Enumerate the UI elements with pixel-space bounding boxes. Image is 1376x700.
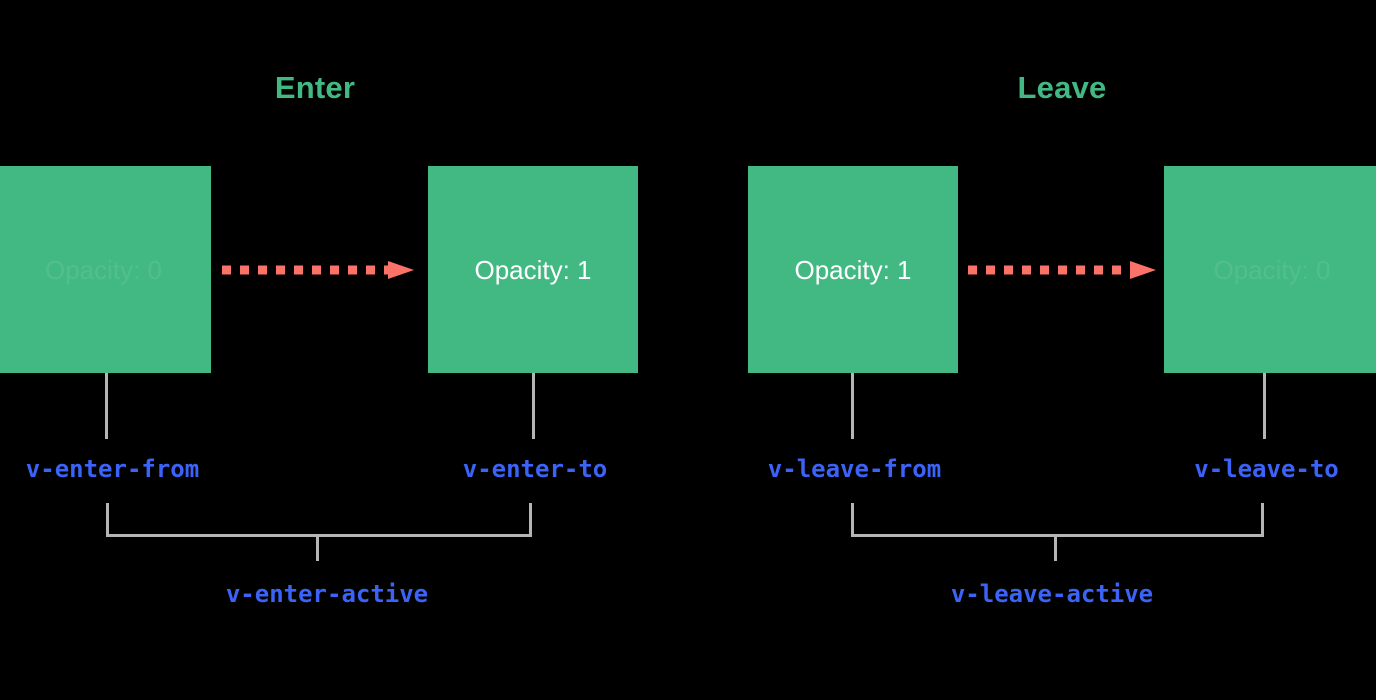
bracket-stem <box>316 537 319 561</box>
class-label-v-enter-to: v-enter-to <box>462 455 608 483</box>
bracket-end-right <box>529 503 532 537</box>
bracket-stem <box>1054 537 1057 561</box>
class-label-v-leave-to: v-leave-to <box>1194 455 1339 483</box>
connector-leave-to <box>1263 373 1266 439</box>
bracket-end-right <box>1261 503 1264 537</box>
bracket-horizontal <box>851 534 1264 537</box>
section-title-enter: Enter <box>274 70 356 105</box>
bracket-leave-active <box>851 503 1264 561</box>
state-box-enter-to: Opacity: 1 <box>428 166 638 373</box>
state-box-enter-from-label: Opacity: 0 <box>44 254 163 285</box>
state-box-leave-to-label: Opacity: 0 <box>1213 254 1331 285</box>
dashed-arrow-right-icon-enter <box>222 261 414 279</box>
connector-enter-to <box>532 373 535 439</box>
class-label-v-leave-active: v-leave-active <box>950 580 1154 608</box>
class-label-v-enter-active: v-enter-active <box>225 580 429 608</box>
state-box-enter-from: Opacity: 0 <box>0 166 211 373</box>
state-box-leave-to: Opacity: 0 <box>1164 166 1376 373</box>
bracket-end-left <box>851 503 854 537</box>
connector-enter-from <box>105 373 108 439</box>
bracket-horizontal <box>106 534 532 537</box>
class-label-v-enter-from: v-enter-from <box>25 455 200 483</box>
class-label-v-leave-from: v-leave-from <box>767 455 942 483</box>
connector-leave-from <box>851 373 854 439</box>
bracket-end-left <box>106 503 109 537</box>
state-box-leave-from: Opacity: 1 <box>748 166 958 373</box>
dashed-arrow-right-icon-leave <box>968 261 1156 279</box>
section-title-leave: Leave <box>1017 70 1107 105</box>
bracket-enter-active <box>106 503 532 561</box>
state-box-enter-to-label: Opacity: 1 <box>474 254 592 285</box>
state-box-leave-from-label: Opacity: 1 <box>794 254 912 285</box>
